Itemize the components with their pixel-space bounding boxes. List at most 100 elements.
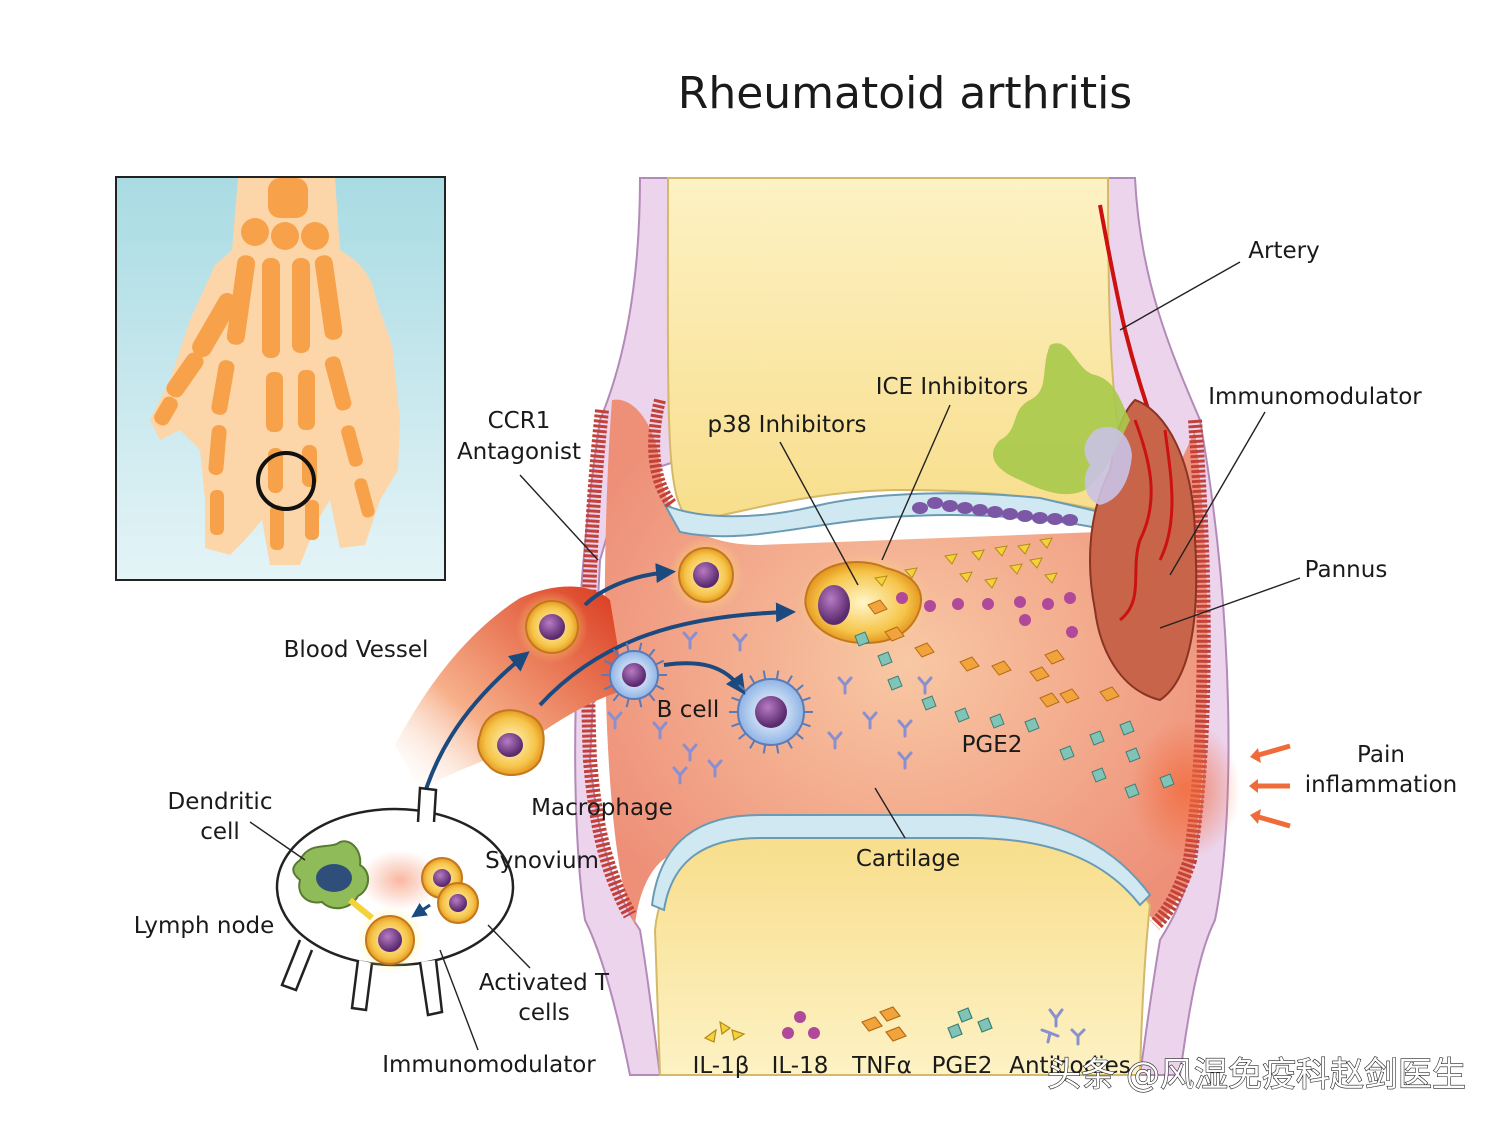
b-cell-receptor [603,684,613,691]
antibody-particle [897,751,913,770]
il1b-particle [1009,563,1023,575]
antibody-particle [652,721,668,740]
hand-inset [115,176,446,581]
legend-label-pge2: PGE2 [932,1053,993,1079]
il1b-triangle-icon [703,1020,746,1043]
legend-item-antibodies: Antibodies [1009,1008,1131,1079]
b-cell-receptor [786,675,793,684]
leader-lines [249,261,1301,1051]
b-cell-receptor [775,670,780,680]
label-pge2: PGE2 [962,732,1023,758]
pge2-particle [854,631,870,647]
pge2-particle [921,695,937,711]
b-cell-receptor [648,648,656,657]
pge2-particle [877,651,893,667]
label-ice-inhibitors: ICE Inhibitors [876,374,1029,400]
legend-item-il1b: IL-1β [693,1020,749,1079]
antibody-particle [862,711,878,730]
pain-glow [1130,720,1240,860]
labels: Artery Immunomodulator Pannus Pain infla… [134,238,1458,1078]
antibody-particle [682,631,698,650]
il1b-particle [959,571,973,583]
b-cell-receptor [603,659,613,666]
pge2-particle [1119,720,1135,736]
label-activated-cells: cells [518,1000,570,1026]
pain-arrows [1249,743,1291,829]
b-cell-receptor [801,696,811,702]
lymph-node [275,786,515,1017]
antibody-particle [682,743,698,762]
label-cartilage: Cartilage [856,846,960,872]
label-b-cell: B cell [657,697,720,723]
upper-bone [666,177,1122,522]
tnfa-particle [1044,649,1065,665]
b-cell-receptor [638,698,643,708]
legend-item-pge2: PGE2 [932,1007,993,1079]
il18-particle [952,598,964,610]
b-cell-receptor [731,722,741,728]
tnfa-particle [867,599,888,615]
il1b-particle [971,549,985,561]
pge2-particle [954,707,970,723]
pge2-particle [1089,730,1105,746]
b-cell-receptor [795,684,804,692]
tnfa-diamond-icon [861,1006,907,1042]
label-ccr1: CCR1 [488,408,551,434]
label-inflammation: inflammation [1305,772,1458,798]
tnfa-particle [1039,692,1060,708]
antibody-particle [827,731,843,750]
il18-sphere-icon [782,1011,820,1039]
tnfa-particle [959,656,980,672]
lower-bone [653,837,1152,1076]
b-cell-receptor [648,693,656,702]
label-p38-inhibitors: p38 Inhibitors [707,412,866,438]
b-cell-receptor [762,670,767,680]
antibody-icon [1040,1008,1086,1046]
pge2-particle [887,675,903,691]
label-antagonist: Antagonist [457,439,581,465]
b-cell-receptor [731,696,741,702]
cell-band [912,497,1078,526]
pge2-particle [1091,767,1107,783]
b-cell-receptor [749,740,756,749]
label-activated-t: Activated T [479,970,610,996]
antibody-particle [897,719,913,738]
label-macrophage: Macrophage [531,795,673,821]
pge2-particle [1124,783,1140,799]
label-immunomodulator-bottom: Immunomodulator [382,1052,596,1078]
b-cell-receptor [738,732,747,740]
label-synovium: Synovium [485,848,599,874]
migration-arrows [410,563,796,859]
legend-label-antibodies: Antibodies [1009,1053,1131,1079]
il18-particle [924,600,936,612]
b-cell-receptor [612,648,620,657]
il1b-particle [944,553,958,565]
tnfa-particle [1029,666,1050,682]
il18-particle [982,598,994,610]
synovial-fluid [604,399,1208,925]
joint-highlight-circle [256,451,316,511]
il18-particle [896,592,908,604]
pge2-particle [1024,717,1040,733]
il1b-particle [1044,572,1058,584]
watermark: 头条 @风湿免疫科赵剑医生 [1047,1055,1466,1095]
label-dendritic-cell: cell [200,819,240,845]
il1b-particle [1039,537,1053,549]
b-cell-large [737,678,805,746]
il1b-particle [994,545,1008,557]
diagram-title: Rheumatoid arthritis [678,68,1132,119]
legend: IL-1β IL-18 TNFα PGE2 Anti [693,1006,1131,1079]
legend-item-il18: IL-18 [772,1011,828,1079]
il18-particle [1019,614,1031,626]
b-cell-receptor [786,740,793,749]
label-blood-vessel: Blood Vessel [284,637,429,663]
il1b-particle [1029,557,1043,569]
tnfa-particle [884,626,905,642]
joint [574,177,1291,1076]
b-cell-receptor [801,722,811,728]
il18-particle [1064,592,1076,604]
label-immunomodulator-right: Immunomodulator [1208,384,1422,410]
antibody-particle [917,676,933,695]
